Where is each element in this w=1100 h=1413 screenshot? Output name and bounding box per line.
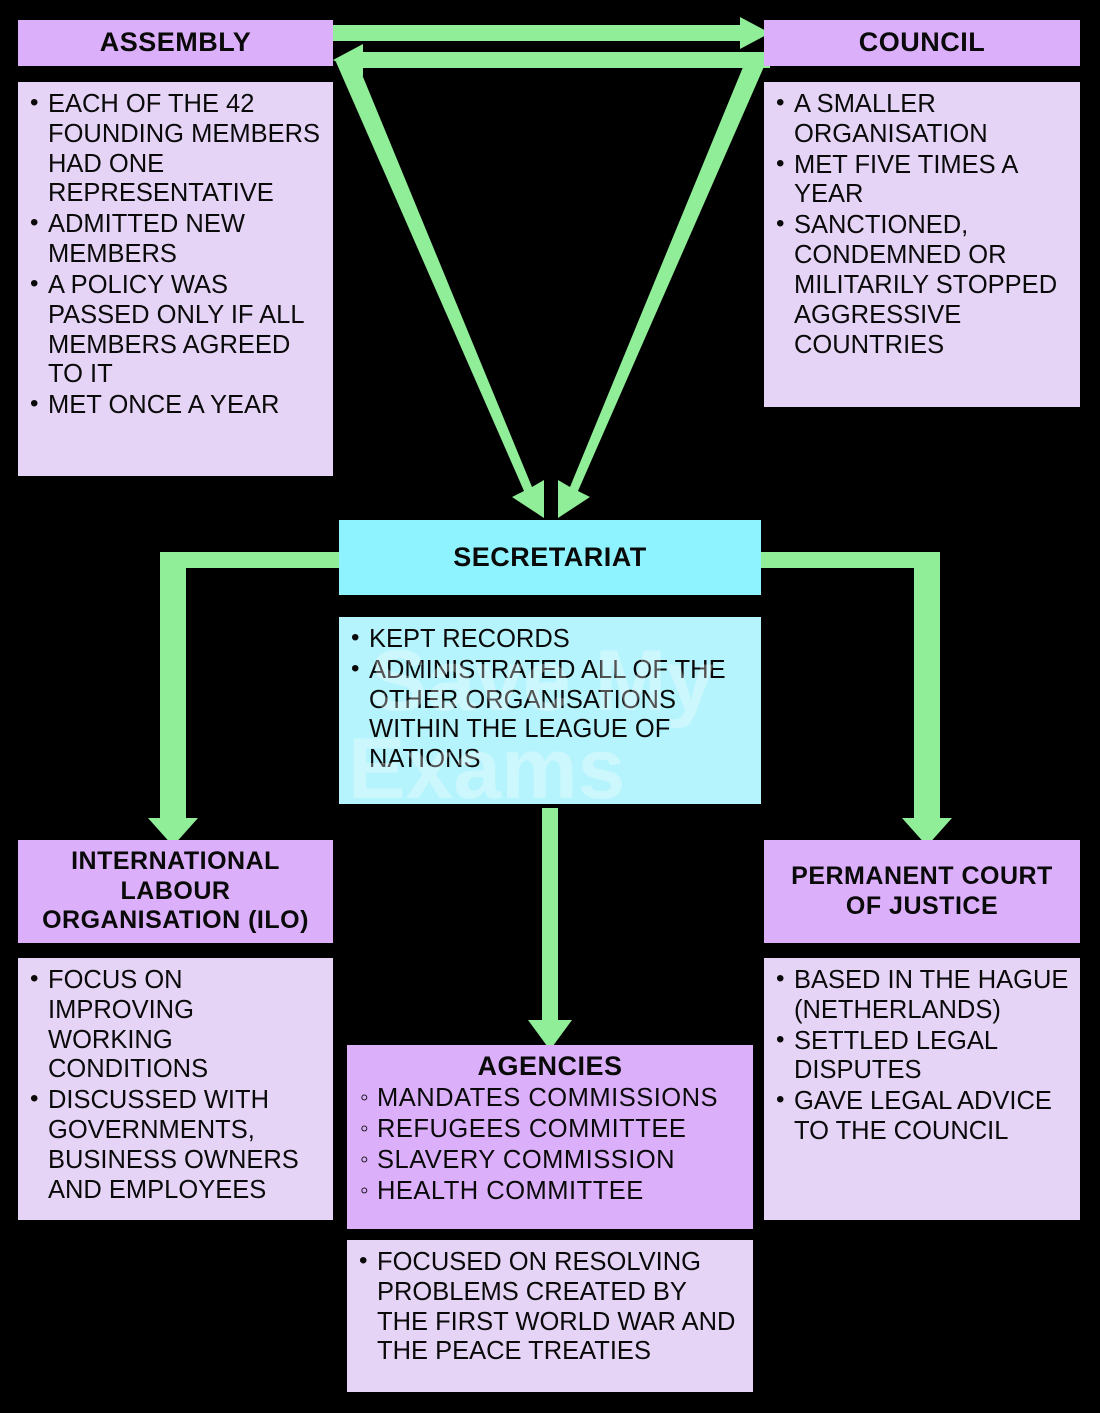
node-court-header: PERMANENT COURT OF JUSTICE: [764, 840, 1080, 943]
node-council-body: A SMALLER ORGANISATION MET FIVE TIMES A …: [764, 82, 1080, 407]
node-assembly-list: EACH OF THE 42 FOUNDING MEMBERS HAD ONE …: [26, 89, 323, 421]
node-ilo-body: FOCUS ON IMPROVING WORKING CONDITIONS DI…: [18, 958, 333, 1220]
arrow-council-to-secretariat: [558, 55, 766, 518]
arrow-council-to-assembly: [333, 44, 770, 76]
node-court-title: PERMANENT COURT OF JUSTICE: [791, 862, 1053, 920]
node-assembly-header: ASSEMBLY: [18, 20, 333, 66]
list-item: DISCUSSED WITH GOVERNMENTS, BUSINESS OWN…: [26, 1085, 323, 1205]
list-item: MET ONCE A YEAR: [26, 390, 323, 421]
list-item: REFUGEES COMMITTEE: [355, 1115, 745, 1145]
node-secretariat-body: KEPT RECORDS ADMINISTRATED ALL OF THE OT…: [339, 617, 761, 804]
node-secretariat-header: SECRETARIAT: [339, 520, 761, 595]
list-item: A POLICY WAS PASSED ONLY IF ALL MEMBERS …: [26, 270, 323, 390]
node-agencies-list: FOCUSED ON RESOLVING PROBLEMS CREATED BY…: [355, 1247, 743, 1367]
node-secretariat-title: SECRETARIAT: [453, 541, 647, 572]
node-ilo-title: INTERNATIONAL LABOUR ORGANISATION (ILO): [42, 847, 309, 935]
list-item: KEPT RECORDS: [347, 624, 751, 655]
list-item: BASED IN THE HAGUE (NETHERLANDS): [772, 965, 1070, 1026]
list-item: MANDATES COMMISSIONS: [355, 1084, 745, 1114]
list-item: GAVE LEGAL ADVICE TO THE COUNCIL: [772, 1086, 1070, 1147]
node-ilo-list: FOCUS ON IMPROVING WORKING CONDITIONS DI…: [26, 965, 323, 1206]
node-agencies-title: AGENCIES: [477, 1051, 623, 1081]
list-item: EACH OF THE 42 FOUNDING MEMBERS HAD ONE …: [26, 89, 323, 209]
list-item: SLAVERY COMMISSION: [355, 1146, 745, 1176]
node-agencies-header: AGENCIES MANDATES COMMISSIONS REFUGEES C…: [347, 1045, 753, 1229]
arrow-assembly-to-secretariat: [336, 55, 544, 518]
node-court-list: BASED IN THE HAGUE (NETHERLANDS) SETTLED…: [772, 965, 1070, 1147]
node-agencies-sublist: MANDATES COMMISSIONS REFUGEES COMMITTEE …: [355, 1084, 745, 1206]
node-ilo-header: INTERNATIONAL LABOUR ORGANISATION (ILO): [18, 840, 333, 943]
node-council-header: COUNCIL: [764, 20, 1080, 66]
node-court-body: BASED IN THE HAGUE (NETHERLANDS) SETTLED…: [764, 958, 1080, 1220]
list-item: ADMINISTRATED ALL OF THE OTHER ORGANISAT…: [347, 655, 751, 775]
list-item: SANCTIONED, CONDEMNED OR MILITARILY STOP…: [772, 210, 1070, 360]
list-item: MET FIVE TIMES A YEAR: [772, 150, 1070, 211]
node-secretariat-list: KEPT RECORDS ADMINISTRATED ALL OF THE OT…: [347, 624, 751, 775]
node-agencies-body: FOCUSED ON RESOLVING PROBLEMS CREATED BY…: [347, 1240, 753, 1392]
node-assembly-body: EACH OF THE 42 FOUNDING MEMBERS HAD ONE …: [18, 82, 333, 476]
arrow-secretariat-to-agencies: [528, 808, 572, 1050]
arrow-secretariat-to-court: [759, 552, 952, 846]
list-item: FOCUSED ON RESOLVING PROBLEMS CREATED BY…: [355, 1247, 743, 1367]
list-item: FOCUS ON IMPROVING WORKING CONDITIONS: [26, 965, 323, 1085]
node-council-list: A SMALLER ORGANISATION MET FIVE TIMES A …: [772, 89, 1070, 360]
arrow-secretariat-to-ilo: [148, 552, 341, 846]
list-item: HEALTH COMMITTEE: [355, 1177, 745, 1207]
node-assembly-title: ASSEMBLY: [99, 27, 252, 58]
list-item: SETTLED LEGAL DISPUTES: [772, 1026, 1070, 1087]
list-item: ADMITTED NEW MEMBERS: [26, 209, 323, 270]
arrow-assembly-to-council: [333, 17, 770, 49]
list-item: A SMALLER ORGANISATION: [772, 89, 1070, 150]
node-council-title: COUNCIL: [858, 27, 986, 58]
